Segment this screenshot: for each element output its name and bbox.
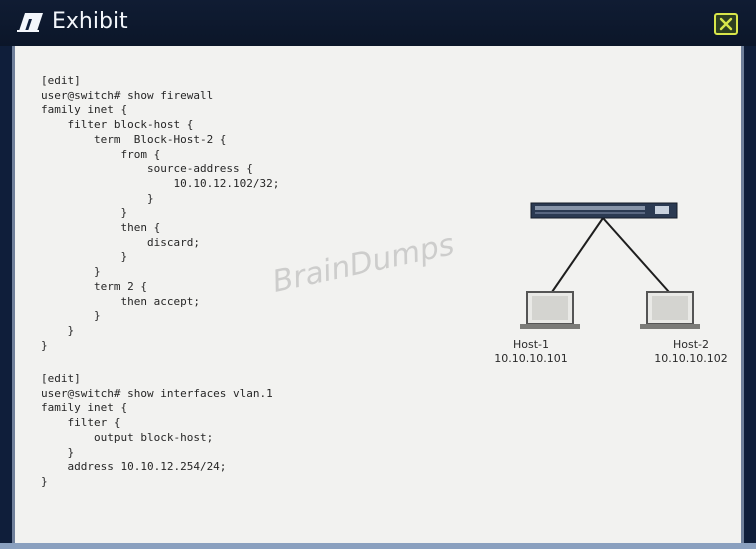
- code-line: output block-host;: [93, 430, 214, 444]
- host-1-label: Host-1 10.10.10.101: [481, 338, 581, 366]
- code-line: }: [93, 309, 101, 323]
- code-line: [edit]: [41, 372, 81, 385]
- code-line: }: [146, 191, 154, 205]
- close-button[interactable]: [714, 13, 738, 35]
- code-line: }: [67, 323, 75, 337]
- bottom-border: [0, 543, 756, 549]
- code-line: term 2 {: [93, 279, 147, 293]
- code-line: }: [41, 474, 48, 488]
- exhibit-book-icon: [17, 13, 43, 32]
- code-line: }: [120, 250, 128, 264]
- code-line: then accept;: [120, 294, 200, 308]
- code-line: source-address {: [146, 162, 253, 176]
- code-line: discard;: [146, 235, 200, 249]
- code-line: }: [120, 206, 128, 220]
- show-firewall-output: [edit] user@switch# show firewall family…: [41, 74, 279, 353]
- code-line: family inet {: [41, 103, 128, 117]
- host-2-label: Host-2 10.10.10.102: [641, 338, 741, 366]
- host-1-ip: 10.10.10.101: [494, 352, 568, 365]
- watermark: BrainDumps: [269, 227, 458, 300]
- laptop-icon: [640, 291, 700, 329]
- host-2-name: Host-2: [672, 338, 709, 351]
- host-2-ip: 10.10.10.102: [654, 352, 728, 365]
- laptop-icon: [520, 291, 580, 329]
- code-line: }: [41, 338, 48, 352]
- title-bar: Exhibit: [0, 0, 756, 46]
- code-line: }: [67, 445, 75, 459]
- code-line: then {: [120, 221, 161, 235]
- code-line: filter block-host {: [67, 118, 194, 132]
- network-switch-icon: [530, 202, 678, 219]
- code-line: [edit]: [41, 74, 81, 87]
- code-line: family inet {: [41, 401, 128, 415]
- code-line: user@switch# show firewall: [41, 88, 214, 102]
- host-1-name: Host-1: [512, 338, 549, 351]
- code-line: }: [93, 265, 101, 279]
- code-line: term Block-Host-2 {: [93, 132, 227, 146]
- window-title: Exhibit: [52, 9, 128, 34]
- code-line: user@switch# show interfaces vlan.1: [41, 386, 273, 400]
- code-line: 10.10.12.102/32;: [173, 176, 280, 190]
- code-line: address 10.10.12.254/24;: [67, 460, 227, 474]
- exhibit-content: [edit] user@switch# show firewall family…: [12, 46, 744, 543]
- code-line: from {: [120, 147, 161, 161]
- network-diagram: [520, 202, 700, 329]
- close-x-icon: [719, 17, 733, 31]
- show-interfaces-output: [edit] user@switch# show interfaces vlan…: [41, 372, 273, 490]
- code-line: filter {: [67, 416, 121, 430]
